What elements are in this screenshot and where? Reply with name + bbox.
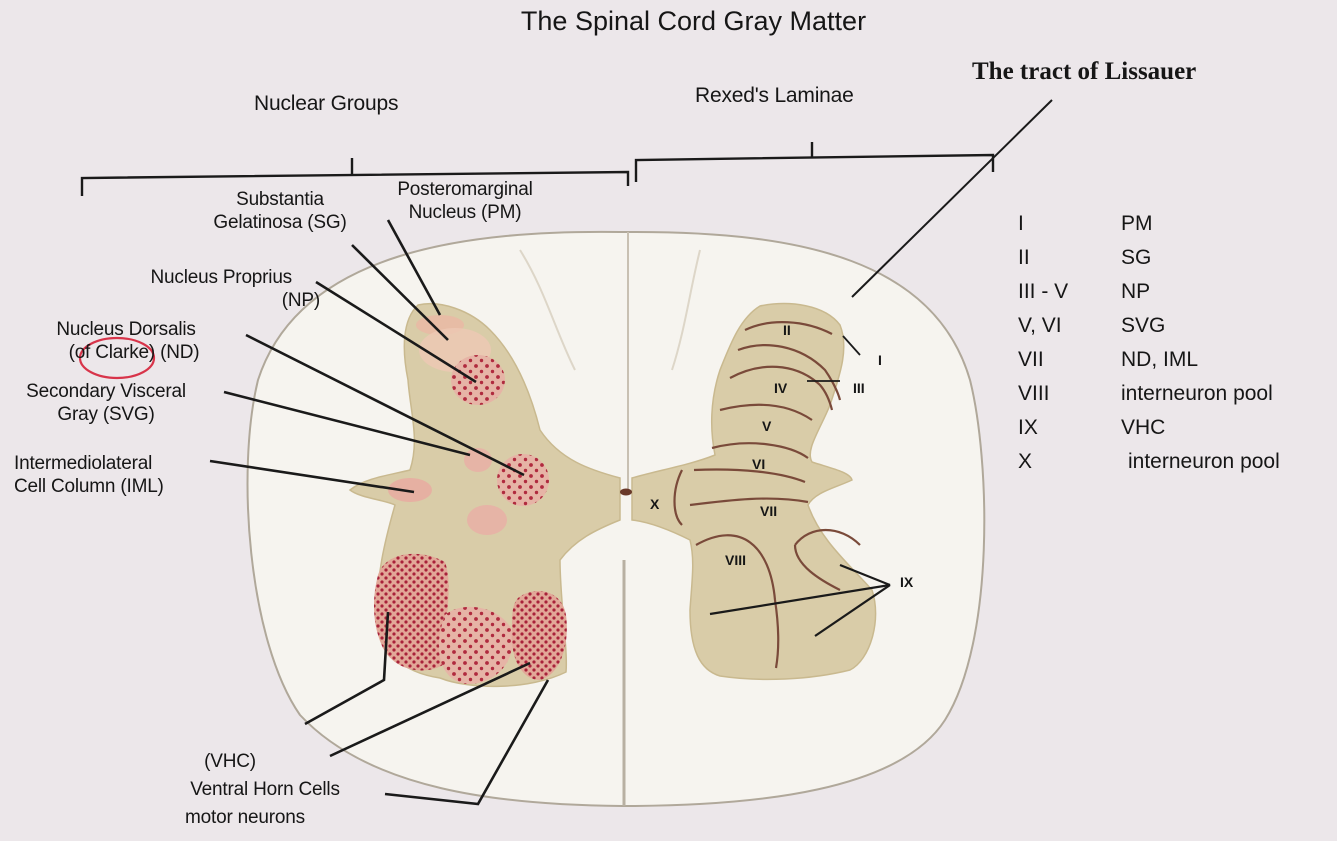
label-nucleus-proprius: Nucleus Proprius (NP) — [150, 267, 321, 311]
tract-of-lissauer-label: The tract of Lissauer — [972, 58, 1197, 85]
ventral-horn-cells-mid — [438, 606, 514, 685]
leader-lines — [209, 219, 550, 806]
ventral-horn-cells-lateral — [373, 553, 450, 671]
lamina-i-pointer — [842, 335, 861, 356]
accessory-nucleus-blob — [467, 505, 507, 535]
lamina-label-v: V — [762, 418, 772, 434]
lamina-label-vi: VI — [752, 456, 766, 472]
label-ventral-horn-cells: (VHC) Ventral Horn Cells motor neurons — [185, 751, 340, 828]
header-rexeds-laminae: Rexed's Laminae — [695, 84, 854, 107]
lamina-label-x: X — [650, 496, 660, 512]
nucleus-dorsalis — [497, 454, 549, 506]
rexeds-laminae-bracket — [634, 142, 995, 182]
label-substantia-gelatinosa: Substantia Gelatinosa (SG) — [213, 189, 347, 233]
lamina-boundaries — [673, 321, 861, 669]
intermediolateral-column — [388, 478, 432, 502]
lissauer-pointer — [851, 99, 1053, 298]
clarke-annotation-circle — [78, 336, 156, 380]
lamina-label-iii: III — [853, 380, 865, 396]
lamina-label-i: I — [878, 352, 882, 368]
label-intermediolateral-column: Intermediolateral Cell Column (IML) — [14, 453, 164, 497]
header-nuclear-groups: Nuclear Groups — [254, 92, 399, 115]
right-gray-matter — [631, 302, 877, 681]
diagram-title: The Spinal Cord Gray Matter — [520, 6, 867, 36]
lamina-label-viii: VIII — [725, 552, 747, 568]
ventral-horn-cells-medial — [511, 591, 567, 680]
lamina-label-ii: II — [783, 322, 791, 338]
lamina-label-iv: IV — [774, 380, 788, 396]
lamina-label-vii: VII — [760, 503, 778, 519]
nucleus-proprius — [451, 355, 505, 405]
nuclear-groups-bracket — [80, 158, 630, 196]
label-nucleus-dorsalis: Nucleus Dorsalis (of Clarke) (ND) — [56, 319, 200, 363]
label-posteromarginal-nucleus: Posteromarginal Nucleus (PM) — [397, 179, 533, 223]
label-secondary-visceral-gray: Secondary Visceral Gray (SVG) — [26, 381, 186, 425]
lamina-ix-pointers — [709, 563, 891, 637]
lamina-label-ix: IX — [900, 574, 914, 590]
central-canal — [620, 488, 632, 496]
